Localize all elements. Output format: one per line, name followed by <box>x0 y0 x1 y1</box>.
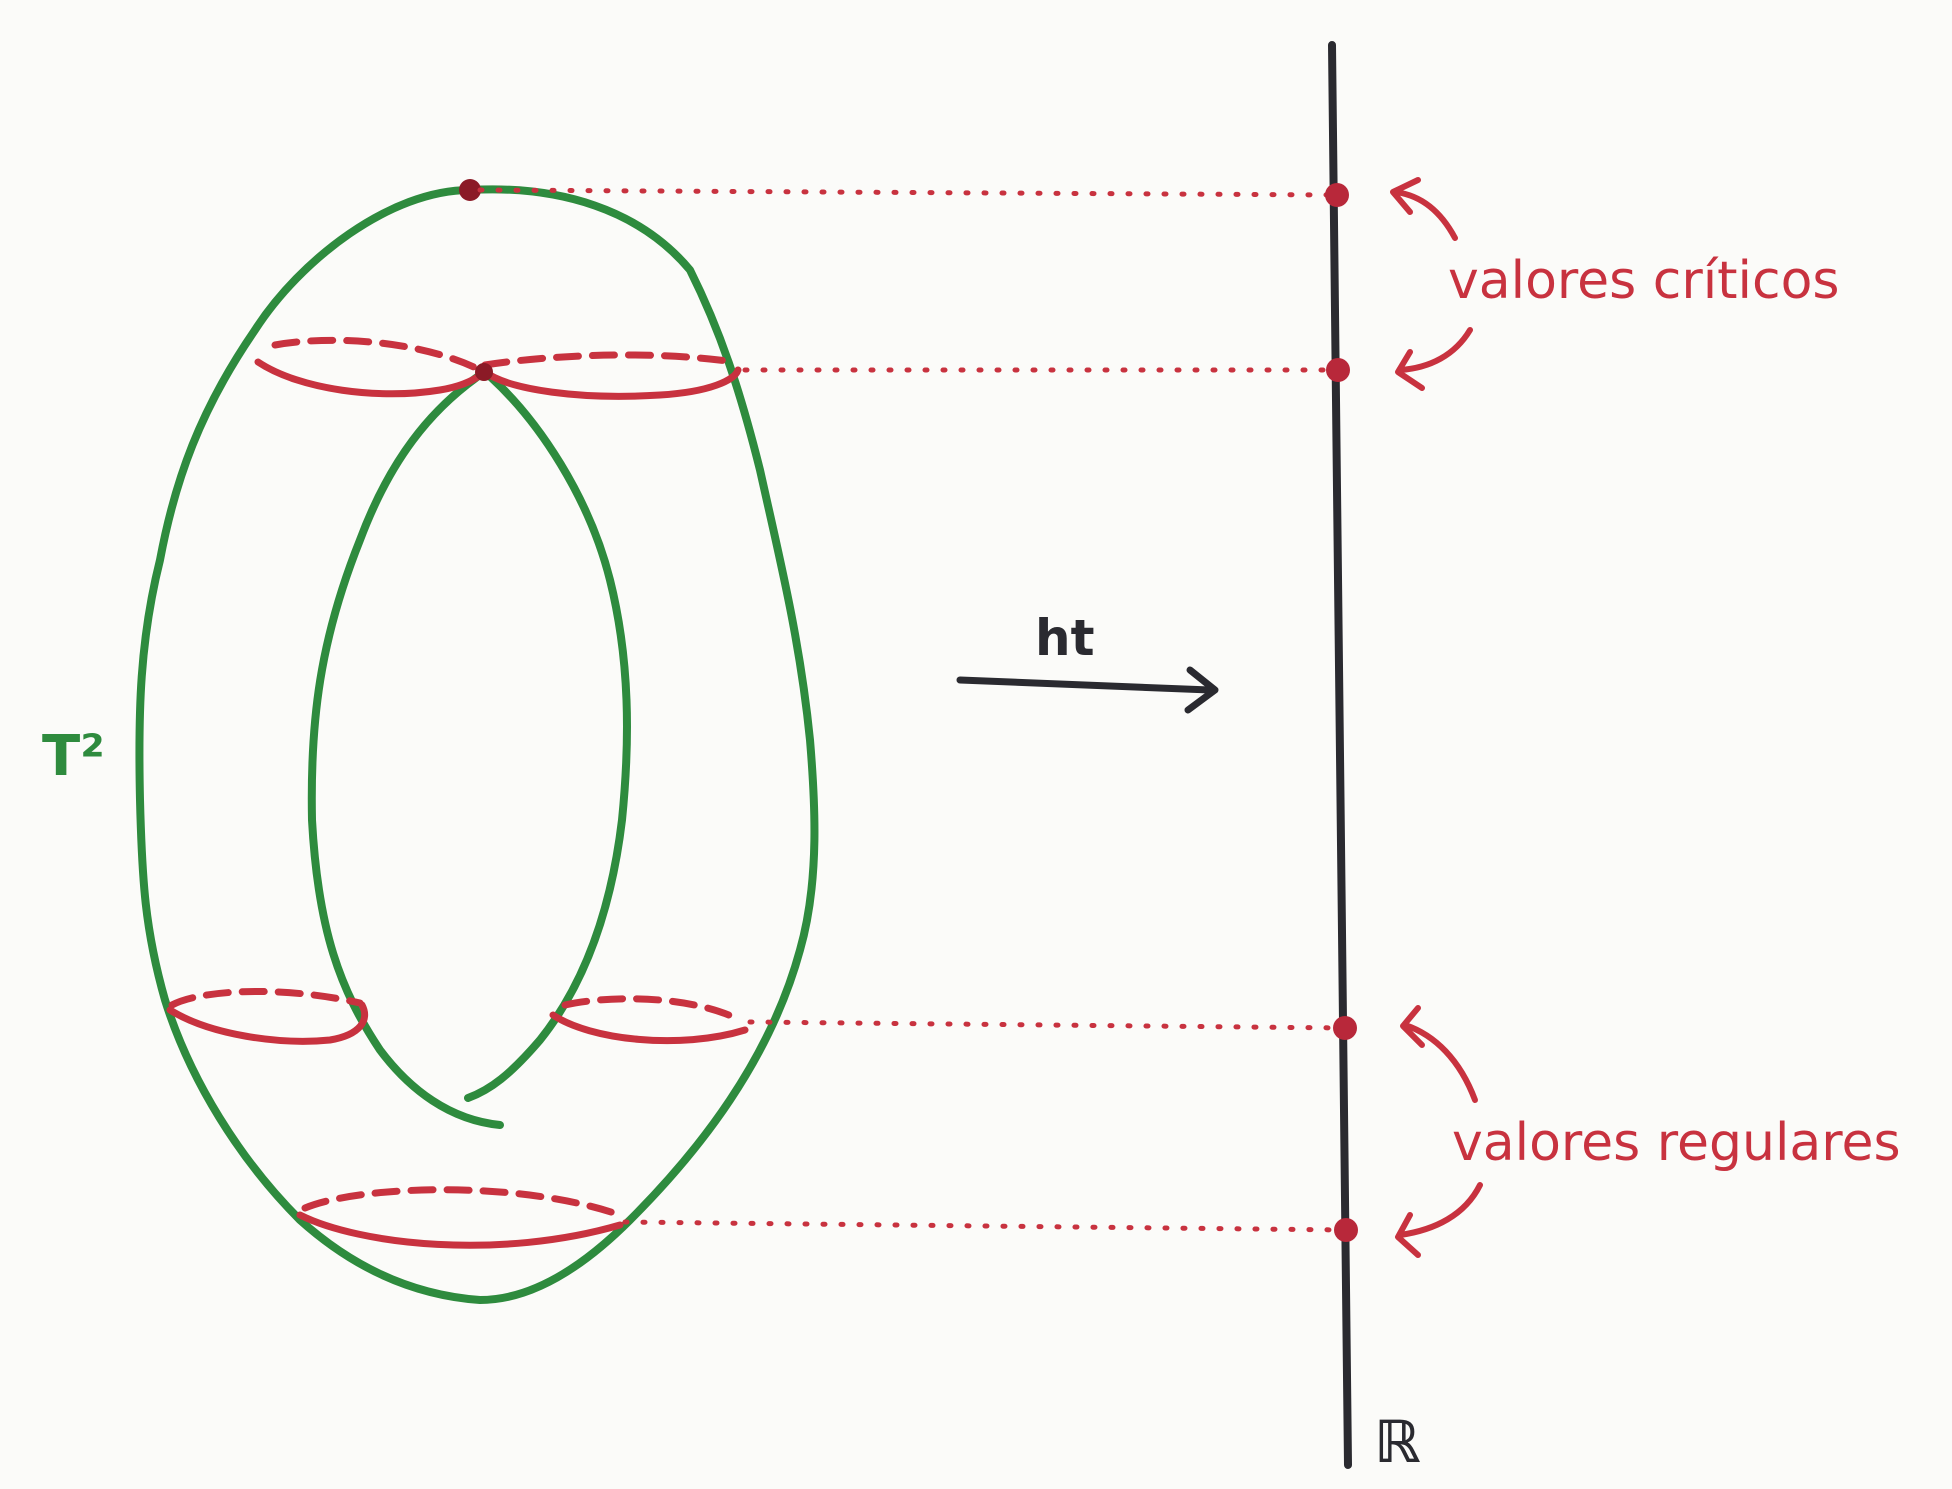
real-line-label: ℝ <box>1374 1408 1420 1476</box>
torus-outer-contour <box>135 185 819 1304</box>
regular-level-right-front <box>549 1011 749 1045</box>
regular-arrow-upper <box>1402 1022 1478 1103</box>
torus-saddle-point <box>475 363 493 381</box>
regular-level-left-front <box>166 1001 369 1045</box>
projection-line-4 <box>622 1219 1348 1233</box>
regular-level-bottom-back <box>301 1186 624 1219</box>
critical-values-label: valores críticos <box>1448 251 1840 311</box>
critical-arrow-upper-head <box>1390 177 1421 215</box>
critical-arrow-upper <box>1392 189 1458 241</box>
torus-inner-right-curve <box>464 368 631 1102</box>
projection-line-1 <box>477 187 1343 198</box>
regular-arrow-lower-head <box>1395 1212 1421 1258</box>
critical-level-front-arcs <box>254 358 742 400</box>
regular-level-left-back <box>168 988 364 1009</box>
critical-level-back-arcs <box>271 336 739 374</box>
critical-arrow-lower-head <box>1395 349 1425 391</box>
map-arrow-shaft <box>956 676 1214 694</box>
regular-arrow-upper-head <box>1400 1005 1425 1048</box>
map-arrow-head <box>1184 666 1219 714</box>
regular-arrow-lower <box>1397 1182 1483 1238</box>
regular-value-point-2 <box>1334 1218 1358 1242</box>
real-line-axis <box>1328 41 1352 1469</box>
regular-value-point-1 <box>1333 1016 1357 1040</box>
map-label: ht <box>1035 609 1095 667</box>
critical-value-point-1 <box>1325 183 1349 207</box>
regular-values-label: valores regulares <box>1452 1113 1901 1173</box>
torus-inner-left-curve <box>307 371 504 1129</box>
torus-label: T² <box>42 724 105 789</box>
critical-arrow-lower <box>1397 327 1473 373</box>
regular-level-bottom-front <box>296 1211 624 1249</box>
critical-value-point-2 <box>1326 358 1350 382</box>
torus-max-point <box>459 179 481 201</box>
regular-level-right-back <box>561 995 744 1024</box>
projection-line-3 <box>747 1019 1348 1031</box>
